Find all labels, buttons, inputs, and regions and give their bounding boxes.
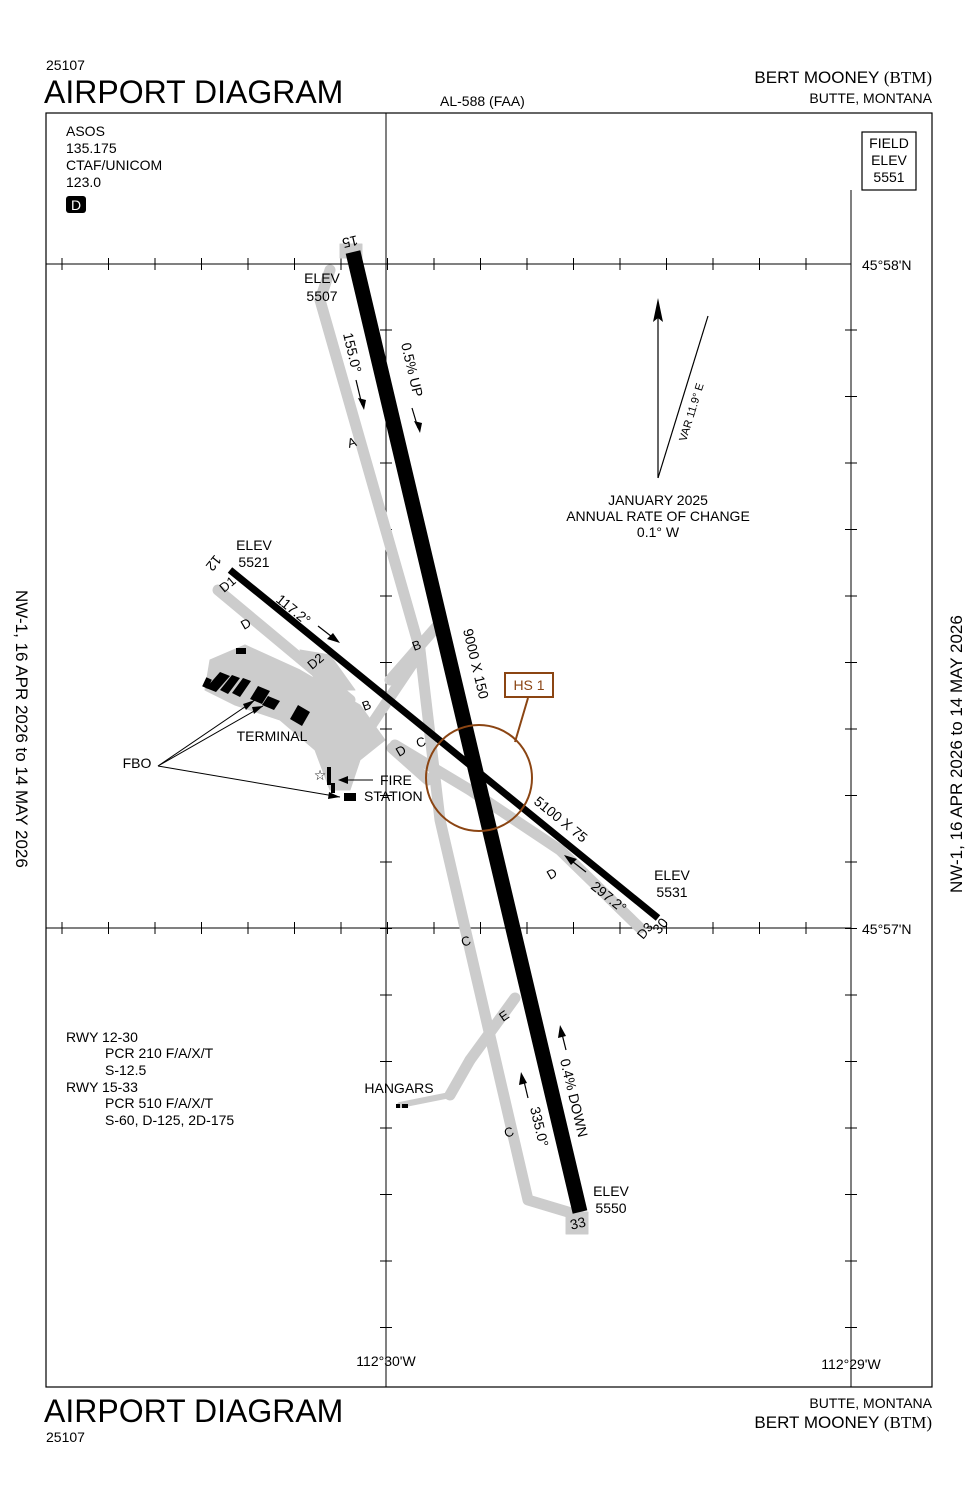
terminal-label: TERMINAL <box>237 728 308 744</box>
ctaf-freq: 123.0 <box>66 174 101 190</box>
runway-15-33 <box>345 250 588 1214</box>
rwy-15-slope-arrow-icon <box>414 421 422 433</box>
rwy-33-heading-arrow-icon <box>519 1072 527 1085</box>
chart-frame <box>45 112 933 1388</box>
field-elev-value: 5551 <box>873 169 904 185</box>
comms-block: ASOS 135.175 CTAF/UNICOM 123.0 D <box>66 123 162 213</box>
hangars-label: HANGARS <box>364 1080 433 1096</box>
rwy-30-heading-arrow-icon <box>564 855 577 865</box>
rwy-33-elev: 5550 <box>595 1200 626 1216</box>
airport-name-top: BERT MOONEY (BTM) <box>754 68 932 87</box>
procedure-number-bottom: 25107 <box>46 1429 85 1445</box>
rwy-12-30-strength: S-12.5 <box>105 1062 146 1078</box>
rwy-12-end: 12 <box>203 552 225 574</box>
rwy-12-heading-arrow-icon <box>327 633 340 643</box>
fbo-label: FBO <box>123 755 152 771</box>
lat-bottom: 45°57'N <box>862 921 912 937</box>
page-title-bottom: AIRPORT DIAGRAM <box>44 1393 343 1429</box>
field-elev-line2: ELEV <box>871 152 907 168</box>
rwy-30-elev-label: ELEV <box>654 867 690 883</box>
rwy-15-33-dims: 9000 X 150 <box>460 627 492 701</box>
d-badge-icon <box>66 196 86 213</box>
station-label: STATION <box>364 788 423 804</box>
rwy-12-elev: 5521 <box>238 554 269 570</box>
rwy-33-heading: 335.0° <box>527 1105 552 1148</box>
buildings <box>202 648 408 1108</box>
variation-label: VAR 11.9° E <box>677 382 706 443</box>
taxiway-d-mid-label: D <box>544 865 560 883</box>
asos-label: ASOS <box>66 123 105 139</box>
rwy-15-33-strength: S-60, D-125, 2D-175 <box>105 1112 234 1128</box>
lat-top: 45°58'N <box>862 257 912 273</box>
hotspot[interactable]: HS 1 <box>425 672 554 832</box>
page-title-top: AIRPORT DIAGRAM <box>44 74 343 110</box>
rwy-33-end: 33 <box>568 1214 587 1233</box>
rwy-15-elev: 5507 <box>306 288 337 304</box>
airport-name-bottom: BERT MOONEY (BTM) <box>754 1413 932 1432</box>
rwy-33-slope-arrow-icon <box>558 1025 566 1038</box>
rwy-15-elev-label: ELEV <box>304 270 340 286</box>
rwy-12-30-title: RWY 12-30 <box>66 1029 138 1045</box>
lon-left: 112°30'W <box>356 1353 416 1369</box>
hotspot-label: HS 1 <box>513 677 544 693</box>
lat-lon-grid <box>46 113 857 1387</box>
fire-label: FIRE <box>380 772 412 788</box>
lon-right: 112°29'W <box>821 1356 881 1372</box>
variation-date: JANUARY 2025 <box>608 492 708 508</box>
rwy-15-33-pcr: PCR 510 F/A/X/T <box>105 1095 214 1111</box>
beacon-icon: ☆ <box>314 767 327 783</box>
rwy-12-30-pcr: PCR 210 F/A/X/T <box>105 1045 214 1061</box>
rwy-12-elev-label: ELEV <box>236 537 272 553</box>
effective-dates-left: NW-1, 16 APR 2026 to 14 MAY 2026 <box>12 590 31 868</box>
rwy-30-heading: 297.2° <box>588 878 630 916</box>
pcn-block: RWY 12-30 PCR 210 F/A/X/T S-12.5 RWY 15-… <box>66 1029 234 1128</box>
ctaf-label: CTAF/UNICOM <box>66 157 162 173</box>
asos-freq: 135.175 <box>66 140 117 156</box>
runways <box>227 250 661 1214</box>
fbo-leaders <box>157 699 341 798</box>
magnetic-variation: VAR 11.9° E JANUARY 2025 ANNUAL RATE OF … <box>566 298 750 540</box>
fire-leader-arrow-icon <box>338 776 348 784</box>
runway-12-30 <box>227 567 661 921</box>
effective-dates-right: NW-1, 16 APR 2026 to 14 MAY 2026 <box>947 615 966 893</box>
rwy-30-end: 30 <box>649 915 671 937</box>
true-north-arrow-icon <box>653 298 663 322</box>
procedure-number-top: 25107 <box>46 57 85 73</box>
field-elev-block: FIELD ELEV 5551 <box>861 131 917 191</box>
rwy-15-slope: 0.5% UP <box>398 341 426 398</box>
airport-location-bottom: BUTTE, MONTANA <box>809 1395 932 1411</box>
d-badge-text: D <box>71 197 81 213</box>
hotspot-circle <box>425 724 533 832</box>
airport-location-top: BUTTE, MONTANA <box>809 90 932 106</box>
rate-value: 0.1° W <box>637 524 680 540</box>
magnetic-north-arrow-icon <box>657 315 709 479</box>
rate-label: ANNUAL RATE OF CHANGE <box>566 508 750 524</box>
hotspot-box <box>504 672 554 698</box>
field-elev-line1: FIELD <box>869 135 909 151</box>
rwy-15-33-title: RWY 15-33 <box>66 1079 138 1095</box>
rwy-15-end: 15 <box>341 232 360 251</box>
chart-id: AL-588 (FAA) <box>440 93 525 109</box>
rwy-30-elev: 5531 <box>656 884 687 900</box>
rwy-33-elev-label: ELEV <box>593 1183 629 1199</box>
